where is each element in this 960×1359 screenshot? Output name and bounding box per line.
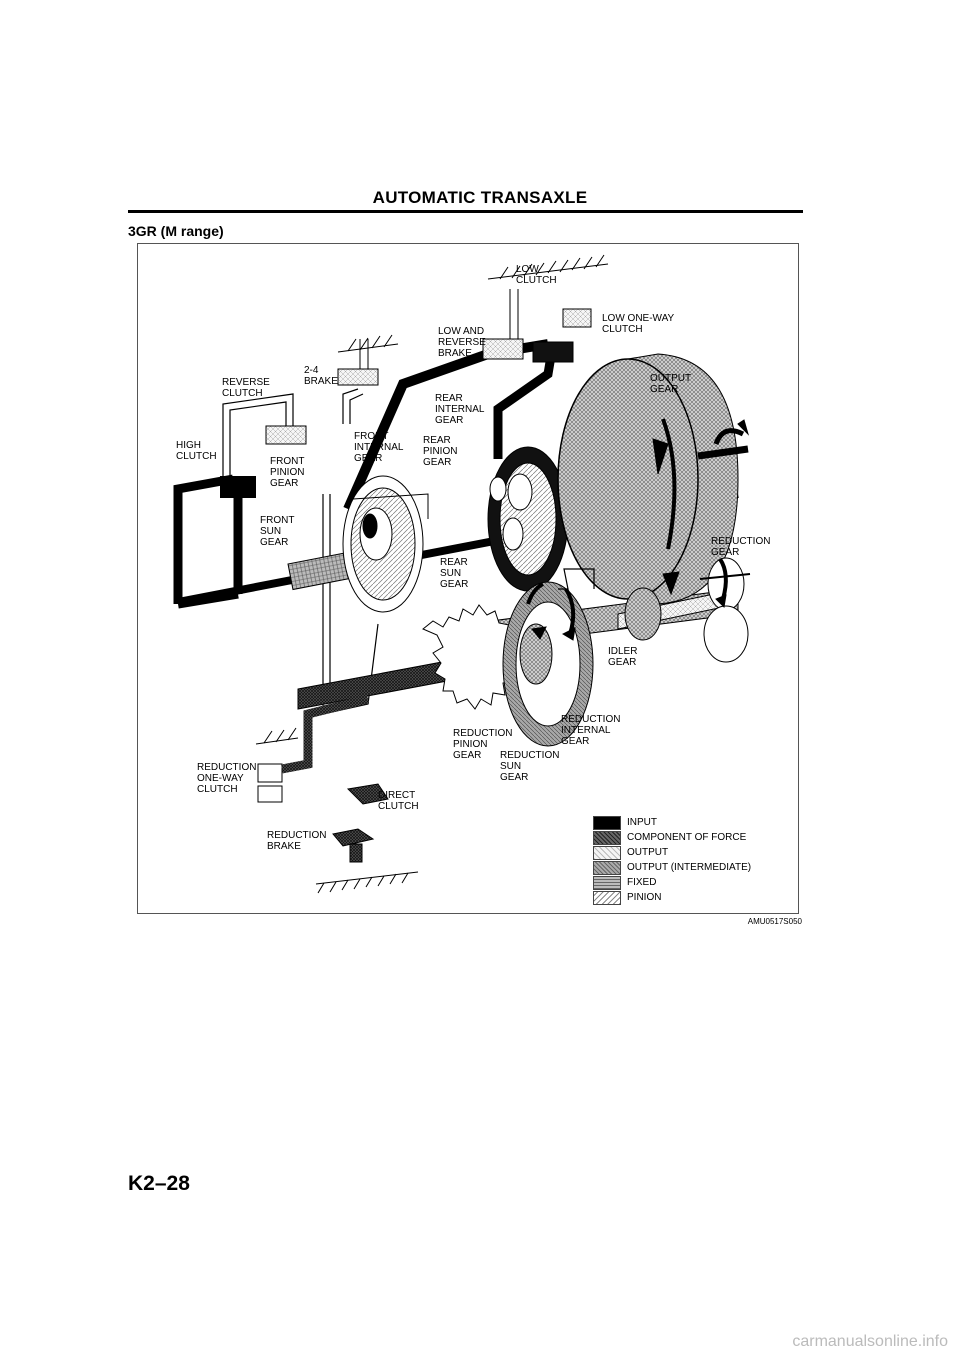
legend-label: OUTPUT: [627, 847, 669, 858]
section-title: 3GR (M range): [128, 223, 224, 239]
label-reduction-gear: REDUCTION GEAR: [711, 536, 771, 558]
legend-label: PINION: [627, 892, 662, 903]
page-title: AUTOMATIC TRANSAXLE: [372, 188, 588, 207]
label-rear-pinion-gear: REAR PINION GEAR: [423, 435, 458, 468]
reduction-brake: [257, 694, 389, 863]
legend-swatch-output: [593, 846, 621, 860]
legend-label: INPUT: [627, 817, 657, 828]
legend-swatch-output-intermediate: [593, 861, 621, 875]
label-low-clutch: LOW CLUTCH: [516, 264, 557, 286]
legend-label: OUTPUT (INTERMEDIATE): [627, 862, 752, 873]
label-rear-sun-gear: REAR SUN GEAR: [440, 557, 469, 590]
output-gear: [557, 353, 750, 605]
label-direct-clutch: DIRECT CLUTCH: [378, 790, 419, 812]
label-high-clutch: HIGH CLUTCH: [176, 440, 217, 462]
legend-item: INPUT: [593, 816, 793, 830]
page-number: K2–28: [128, 1172, 190, 1195]
label-reverse-clutch: REVERSE CLUTCH: [222, 377, 270, 399]
reduction-planetary: [422, 568, 595, 747]
label-reduction-one-way-clutch: REDUCTION ONE-WAY CLUTCH: [197, 762, 257, 795]
legend-swatch-input: [593, 816, 621, 830]
label-rear-internal-gear: REAR INTERNAL GEAR: [435, 393, 485, 426]
legend-item: OUTPUT: [593, 846, 793, 860]
figure-id: AMU0517S050: [747, 917, 802, 926]
legend-label: FIXED: [627, 877, 657, 888]
watermark: carmanualsonline.info: [792, 1333, 948, 1350]
rear-planetary: [487, 446, 569, 592]
label-reduction-pinion-gear: REDUCTION PINION GEAR: [453, 728, 513, 761]
legend-swatch-pinion: [593, 891, 621, 905]
label-front-sun-gear: FRONT SUN GEAR: [260, 515, 295, 548]
diagram-artwork: [173, 254, 751, 894]
legend-item: COMPONENT OF FORCE: [593, 831, 793, 845]
transaxle-diagram: LOW CLUTCH LOW ONE-WAY CLUTCH LOW AND RE…: [137, 243, 799, 914]
legend-item: OUTPUT (INTERMEDIATE): [593, 861, 793, 875]
label-reduction-sun-gear: REDUCTION SUN GEAR: [500, 750, 560, 783]
label-idler-gear: IDLER GEAR: [608, 646, 638, 668]
legend-swatch-component-of-force: [593, 831, 621, 845]
clutch-packs: [265, 289, 592, 445]
label-2-4-brake: 2-4 BRAKE: [304, 365, 338, 387]
label-low-one-way-clutch: LOW ONE-WAY CLUTCH: [602, 313, 675, 335]
label-low-and-reverse-brake: LOW AND REVERSE BRAKE: [438, 326, 486, 359]
idler-reduction-gears: [617, 557, 751, 663]
label-reduction-brake: REDUCTION BRAKE: [267, 830, 327, 852]
legend-item: FIXED: [593, 876, 793, 890]
legend-item: PINION: [593, 891, 793, 905]
label-front-internal-gear: FRONT INTERNAL GEAR: [354, 431, 404, 464]
label-output-gear: OUTPUT GEAR: [650, 373, 692, 395]
label-reduction-internal-gear: REDUCTION INTERNAL GEAR: [561, 714, 621, 747]
label-front-pinion-gear: FRONT PINION GEAR: [270, 456, 305, 489]
legend-label: COMPONENT OF FORCE: [627, 832, 747, 843]
front-planetary: [342, 475, 429, 613]
header-rule: [128, 210, 803, 213]
legend-swatch-fixed: [593, 876, 621, 890]
